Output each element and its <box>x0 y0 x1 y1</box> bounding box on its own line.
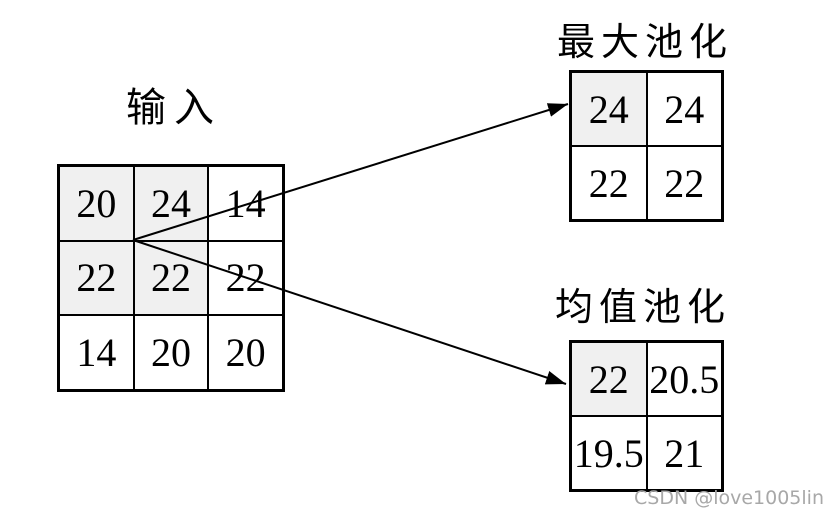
input-cell-0-2: 14 <box>208 166 283 241</box>
avg-pool-cell-0-0: 22 <box>571 342 647 416</box>
input-cell-1-1: 22 <box>133 240 209 316</box>
max-pool-cell-1-1: 22 <box>646 146 722 220</box>
input-matrix-title: 输入 <box>126 85 222 130</box>
max-pool-cell-0-0: 24 <box>571 72 647 146</box>
input-matrix: 20 24 14 22 22 22 14 20 20 <box>57 164 285 392</box>
avg-pool-cell-0-1: 20.5 <box>646 342 722 416</box>
max-pool-title: 最大池化 <box>557 22 734 64</box>
avg-pool-cell-1-1: 21 <box>646 416 722 490</box>
input-cell-1-2: 22 <box>208 240 283 316</box>
input-cell-0-1: 24 <box>133 166 209 241</box>
input-cell-2-1: 20 <box>133 315 209 390</box>
input-cell-0-0: 20 <box>59 166 134 241</box>
input-cell-2-2: 20 <box>208 315 283 390</box>
max-pool-cell-1-0: 22 <box>571 146 647 220</box>
avg-pool-matrix: 22 20.5 19.5 21 <box>569 340 724 492</box>
max-pool-matrix: 24 24 22 22 <box>569 70 724 222</box>
csdn-watermark: CSDN @love1005lin <box>634 487 824 509</box>
avg-pool-cell-1-0: 19.5 <box>571 416 647 490</box>
input-cell-1-0: 22 <box>59 240 134 316</box>
avg-pool-title: 均值池化 <box>555 287 732 329</box>
max-pool-cell-0-1: 24 <box>646 72 722 146</box>
input-cell-2-0: 14 <box>59 315 134 390</box>
